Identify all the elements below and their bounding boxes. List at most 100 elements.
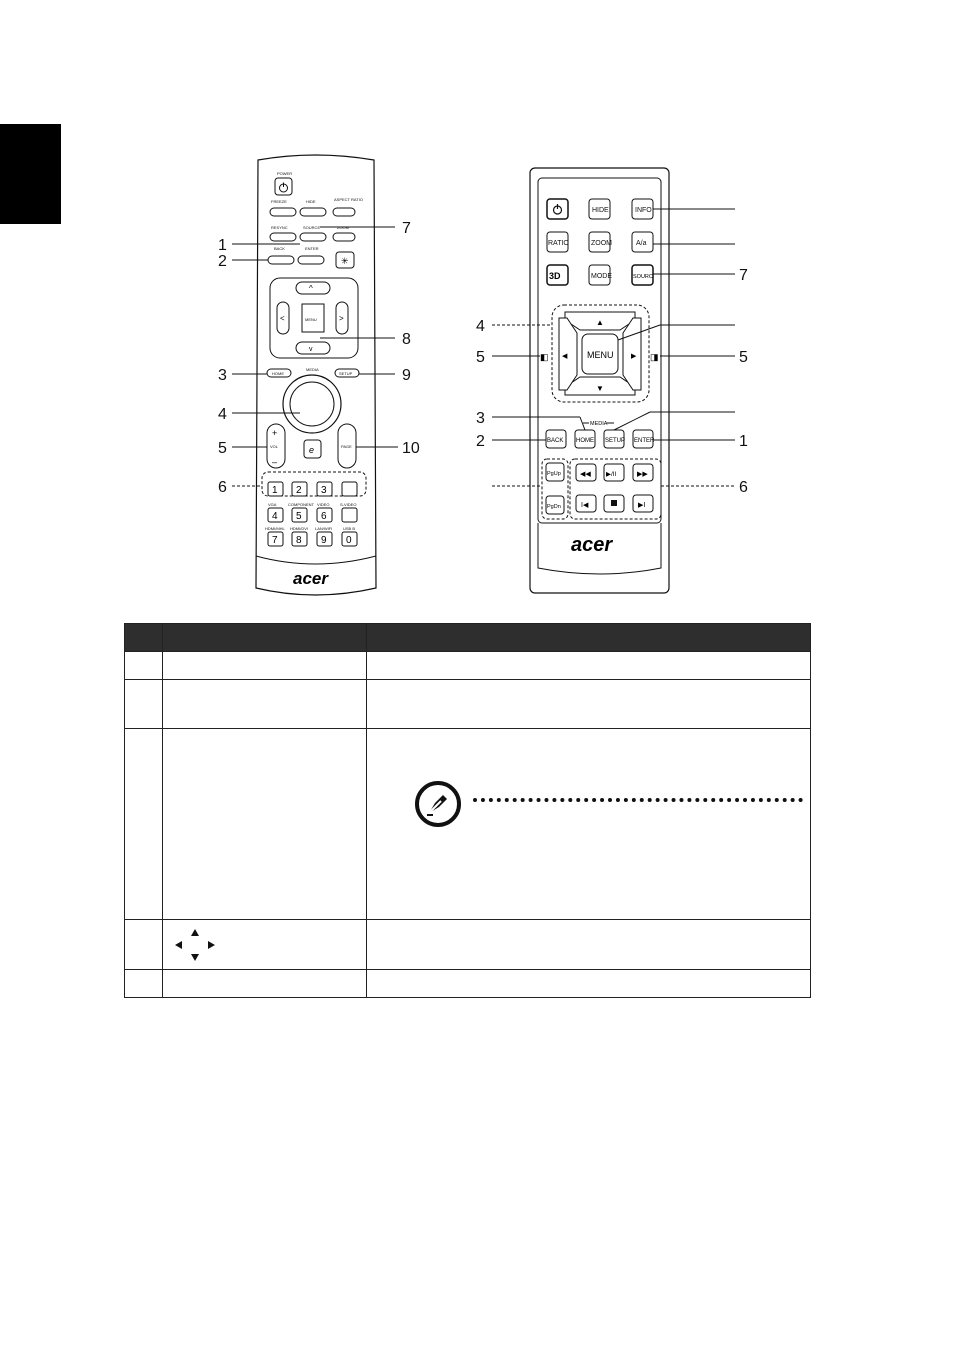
- resync-button[interactable]: [269, 232, 297, 242]
- freeze-label: FREEZE: [271, 199, 287, 204]
- r-rewind-button[interactable]: [575, 463, 597, 482]
- menu-button[interactable]: [301, 303, 325, 333]
- r-menu-label: MENU: [587, 350, 614, 360]
- wheel-center[interactable]: [289, 381, 335, 427]
- r-hide-button[interactable]: [588, 198, 611, 220]
- r-mode-button[interactable]: [588, 264, 611, 286]
- r-callout-1: 1: [739, 433, 748, 450]
- dpad-left[interactable]: [276, 301, 290, 335]
- r-callout-5-right: 5: [739, 349, 748, 366]
- keypad-digit-label: 8: [296, 535, 302, 546]
- r-aa-button[interactable]: [631, 231, 654, 253]
- callout-4: 4: [218, 406, 227, 423]
- vol-down-icon: –: [272, 457, 277, 467]
- r-dpad-right[interactable]: [622, 317, 642, 391]
- callout-5: 5: [218, 440, 227, 457]
- keypad-key-4[interactable]: [267, 507, 284, 523]
- r-dpad-left[interactable]: [558, 317, 578, 391]
- note-block: [367, 729, 810, 919]
- r-menu-button[interactable]: [581, 333, 619, 375]
- r-3d-label: 3D: [549, 271, 561, 281]
- keypad-digit-label: 1: [272, 485, 278, 496]
- callout-2: 2: [218, 253, 227, 270]
- zoom-button[interactable]: [332, 232, 356, 242]
- play-pause-icon: ▶/II: [606, 471, 617, 478]
- r-home-label: HOME: [576, 438, 594, 444]
- left-arrow-icon: ◀: [562, 353, 568, 360]
- laser-icon: ✳: [341, 256, 349, 266]
- keypad-digit-label: 6: [321, 511, 327, 522]
- laser-button[interactable]: [335, 251, 355, 269]
- table-row: [124, 969, 811, 998]
- e-key-button[interactable]: [303, 439, 322, 459]
- right-arrow-icon: >: [339, 314, 344, 323]
- r-source-button[interactable]: [631, 264, 654, 286]
- r-prev-button[interactable]: [575, 494, 597, 513]
- enter-button[interactable]: [297, 255, 325, 265]
- keypad-key-5[interactable]: [291, 507, 308, 523]
- hide-label: HIDE: [306, 199, 316, 204]
- keypad-key-3[interactable]: [316, 481, 333, 497]
- remote-right: HIDE INFO RATIO ZOOM A/a 3D MODE SOURC ▲…: [476, 167, 748, 594]
- r-setup-label: SETUP: [605, 438, 625, 444]
- keypad-digit-label: 5: [296, 511, 302, 522]
- back-button[interactable]: [267, 255, 295, 265]
- keypad-blank-key[interactable]: [341, 507, 358, 523]
- r-next-button[interactable]: [632, 494, 654, 513]
- page-rocker[interactable]: [337, 423, 357, 469]
- r-callout-3: 3: [476, 410, 485, 427]
- freeze-button[interactable]: [269, 207, 297, 217]
- fast-forward-icon: ▶▶: [637, 471, 648, 478]
- hide-button[interactable]: [299, 207, 327, 217]
- keypad-blank-key[interactable]: [341, 481, 358, 497]
- back-label: BACK: [274, 246, 285, 251]
- r-callout-5-left: 5: [476, 349, 485, 366]
- keypad-digit-label: 4: [272, 511, 278, 522]
- r-pgup-button[interactable]: [545, 462, 565, 482]
- r-3d-button[interactable]: [546, 264, 569, 286]
- r-ratio-button[interactable]: [546, 231, 569, 253]
- keypad-key-2[interactable]: [291, 481, 308, 497]
- dpad-right[interactable]: [335, 301, 349, 335]
- dpad-up[interactable]: [295, 281, 331, 295]
- r-hide-label: HIDE: [592, 207, 609, 214]
- r-back-button[interactable]: [545, 429, 567, 449]
- keypad-key-7[interactable]: [267, 531, 284, 547]
- table-row: [124, 919, 811, 970]
- keypad-key-8[interactable]: [291, 531, 308, 547]
- callout-6: 6: [218, 479, 227, 496]
- keypad-key-0[interactable]: [341, 531, 358, 547]
- r-pgup-label: PgUp: [547, 471, 561, 477]
- keypad-key-6[interactable]: [316, 507, 333, 523]
- next-icon: ▶I: [638, 502, 645, 509]
- keypad-key-9[interactable]: [316, 531, 333, 547]
- page-label: PAGE: [341, 444, 352, 449]
- r-zoom-button[interactable]: [588, 231, 611, 253]
- r-source-label: SOURC: [633, 274, 653, 280]
- r-pgdn-button[interactable]: [545, 495, 565, 515]
- setup-button[interactable]: [334, 368, 360, 378]
- r-forward-button[interactable]: [632, 463, 654, 482]
- r-playpause-button[interactable]: [603, 463, 625, 482]
- r-aa-label: A/a: [636, 240, 647, 247]
- down-arrow-icon: v: [309, 346, 313, 353]
- e-key-icon: e: [309, 445, 314, 455]
- lan-label: LAN/WIFI: [315, 526, 332, 531]
- aspect-ratio-button[interactable]: [332, 207, 356, 217]
- source-button[interactable]: [299, 232, 327, 242]
- r-enter-button[interactable]: [632, 429, 654, 449]
- keypad-digit-label: 2: [296, 485, 302, 496]
- resync-label: RESYNC: [271, 225, 288, 230]
- home-button[interactable]: [266, 368, 292, 378]
- vol-rocker[interactable]: [266, 423, 286, 469]
- rewind-icon: ◀◀: [580, 471, 591, 478]
- note-icon: [415, 781, 461, 827]
- r-dpad-group: [551, 304, 650, 403]
- component-label: COMPONENT: [288, 502, 315, 507]
- header-cell-number: [124, 623, 163, 652]
- dpad-down[interactable]: [295, 341, 331, 355]
- remote-diagrams: POWER FREEZE HIDE ASPECT RATIO RESYNC SO…: [218, 154, 748, 596]
- keypad-key-1[interactable]: [267, 481, 284, 497]
- note-divider: [473, 798, 803, 802]
- media-keys-group: [261, 471, 367, 497]
